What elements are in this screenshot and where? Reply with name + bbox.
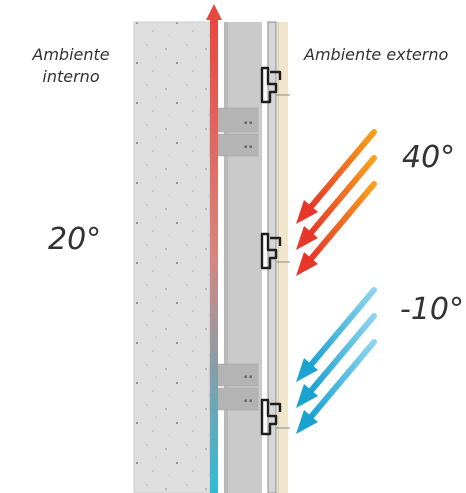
cold-heat-arrows bbox=[296, 287, 377, 434]
cladding-panel bbox=[278, 22, 288, 493]
cold-arrow-1 bbox=[296, 287, 377, 382]
insulation-panel bbox=[224, 22, 262, 493]
internal-environment-line1: Ambiente bbox=[32, 45, 110, 64]
hot-arrow-3 bbox=[296, 181, 377, 276]
internal-temperature: 20° bbox=[48, 222, 102, 257]
svg-text:▪ ▪: ▪ ▪ bbox=[244, 120, 252, 126]
hot-arrow-1 bbox=[296, 129, 377, 224]
concrete-wall bbox=[134, 22, 210, 493]
fixing-clip-top bbox=[260, 66, 282, 104]
svg-text:▪ ▪: ▪ ▪ bbox=[244, 398, 252, 404]
svg-text:▪ ▪: ▪ ▪ bbox=[244, 374, 252, 380]
internal-environment-label: Ambiente interno bbox=[32, 44, 110, 88]
internal-environment-line2: interno bbox=[42, 67, 100, 86]
external-environment-label: Ambiente externo bbox=[304, 45, 449, 64]
cold-arrow-3 bbox=[296, 339, 377, 434]
fixing-clip-middle bbox=[260, 232, 282, 270]
hot-heat-arrows bbox=[296, 129, 377, 276]
fixing-clip-bottom bbox=[260, 398, 282, 436]
svg-text:▪ ▪: ▪ ▪ bbox=[244, 144, 252, 150]
hot-temperature: 40° bbox=[402, 140, 456, 175]
temperature-arrow-head bbox=[206, 4, 222, 20]
lower-bracket: ▪ ▪ ▪ ▪ bbox=[209, 363, 259, 411]
cold-temperature: -10° bbox=[400, 292, 464, 327]
cold-arrow-2 bbox=[296, 313, 377, 408]
hot-arrow-2 bbox=[296, 155, 377, 250]
temperature-gradient-bar bbox=[210, 18, 218, 493]
